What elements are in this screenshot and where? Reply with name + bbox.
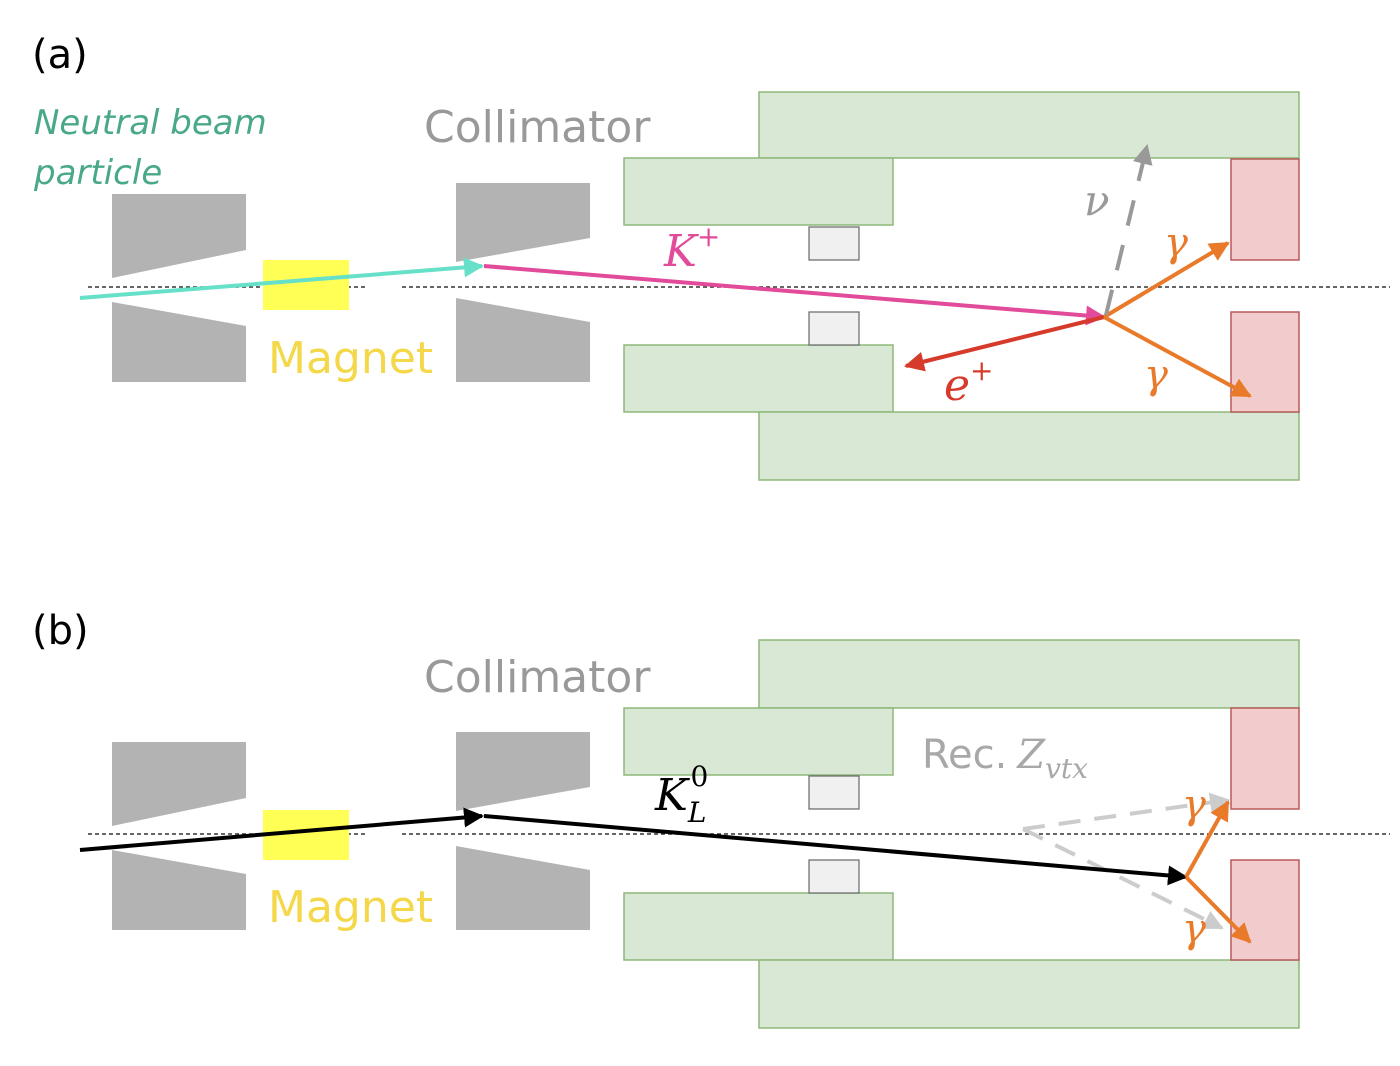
veto-box-top bbox=[808, 775, 860, 810]
collimator-2-bottom bbox=[456, 298, 590, 382]
photon-track-1 bbox=[1102, 241, 1230, 319]
neutrino-track bbox=[1104, 144, 1153, 316]
positron-label: e+ bbox=[944, 354, 994, 411]
klong-beam-track bbox=[79, 807, 484, 852]
magnet-label: Magnet bbox=[268, 882, 433, 933]
rec-zvtx-label: Rec.Zvtx bbox=[922, 732, 1088, 785]
photon-label-1: γ bbox=[1182, 782, 1206, 828]
detector-outer-bottom bbox=[758, 411, 1300, 481]
reco-photon-track-2 bbox=[1022, 827, 1224, 930]
veto-box-bottom bbox=[808, 859, 860, 894]
calorimeter-top bbox=[1230, 158, 1300, 261]
klong-track bbox=[483, 814, 1188, 886]
detector-outer-top bbox=[758, 91, 1300, 159]
magnet-label: Magnet bbox=[268, 333, 433, 384]
beam-particle-track bbox=[79, 257, 484, 300]
collimator-label: Collimator bbox=[424, 652, 651, 703]
detector-inner-bottom bbox=[623, 892, 894, 961]
photon-track-1 bbox=[1184, 800, 1230, 878]
detector-inner-top bbox=[623, 707, 894, 776]
positron-track bbox=[904, 315, 1105, 372]
beam-particle-label-line1: Neutral beam bbox=[34, 103, 267, 143]
panel-a-tag: (a) bbox=[32, 32, 88, 78]
kaon-plus-label: K+ bbox=[663, 220, 720, 277]
beam-particle-label-line2: particle bbox=[33, 153, 162, 193]
detector-outer-top bbox=[758, 639, 1300, 709]
photon-label-1: γ bbox=[1164, 220, 1188, 266]
collimator-1-top bbox=[112, 194, 246, 278]
collimator-2-top bbox=[456, 183, 590, 262]
photon-track-2 bbox=[1184, 875, 1252, 944]
veto-box-bottom bbox=[808, 311, 860, 346]
magnet bbox=[263, 260, 349, 310]
veto-box-top bbox=[808, 226, 860, 261]
panel-b: (b) Collimator Magnet KL0 Rec.Zvtx γ γ bbox=[32, 608, 1390, 1029]
neutrino-label: ν bbox=[1084, 176, 1110, 225]
collimator-1-bottom bbox=[112, 850, 246, 930]
klong-label: KL0 bbox=[654, 760, 708, 829]
calorimeter-bottom bbox=[1230, 311, 1300, 413]
panel-b-tag: (b) bbox=[32, 608, 89, 654]
photon-track-2 bbox=[1103, 315, 1252, 398]
collimator-label: Collimator bbox=[424, 102, 651, 153]
calorimeter-bottom bbox=[1230, 859, 1300, 961]
kaon-plus-track bbox=[483, 264, 1106, 326]
detector-inner-bottom bbox=[623, 344, 894, 413]
collimator-2-top bbox=[456, 732, 590, 811]
detector-inner-top bbox=[623, 157, 894, 226]
collimator-1-bottom bbox=[112, 302, 246, 382]
calorimeter-top bbox=[1230, 707, 1300, 810]
collimator-1-top bbox=[112, 742, 246, 826]
photon-label-2: γ bbox=[1144, 352, 1168, 398]
panel-a: (a) Neutral beam particle Collimato bbox=[32, 32, 1390, 481]
collimator-2-bottom bbox=[456, 846, 590, 930]
photon-label-2: γ bbox=[1182, 906, 1206, 952]
detector-outer-bottom bbox=[758, 959, 1300, 1029]
